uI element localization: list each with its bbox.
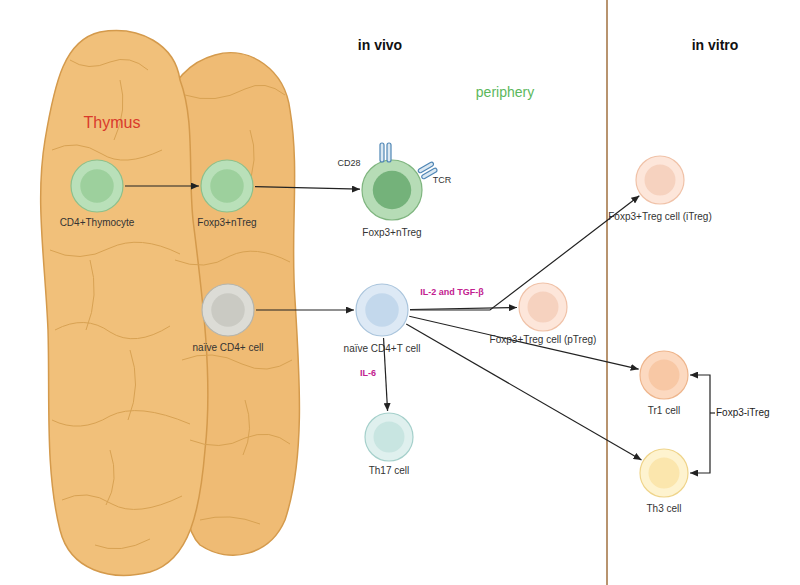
cell-circle: [518, 282, 568, 332]
arrow-connector: [256, 309, 354, 310]
cell-node: CD4+Thymocyte: [70, 159, 124, 213]
cell-circle: [639, 448, 689, 498]
cell-node: Th17 cell: [364, 412, 414, 462]
cytokine-label: IL-6: [308, 368, 428, 378]
cell-circle: [70, 159, 124, 213]
leader-tick: [710, 412, 715, 413]
divider-line: [606, 0, 608, 585]
receptor-label: CD28: [289, 158, 409, 168]
receptor-label: TCR: [382, 175, 502, 185]
cell-circle: [201, 283, 255, 337]
section-heading: in vitro: [655, 37, 775, 53]
region-label: periphery: [445, 84, 565, 100]
arrow-connector: [410, 307, 517, 309]
arrow-connector: [690, 375, 710, 473]
receptor-symbol: [380, 143, 391, 162]
cell-node: Th3 cell: [639, 448, 689, 498]
cell-circle: [639, 350, 689, 400]
cell-node: Foxp3+Treg cell (pTreg): [518, 282, 568, 332]
cell-node: Foxp3+nTreg: [200, 159, 254, 213]
group-label: Foxp3-iTreg: [716, 407, 770, 418]
arrow-connector: [255, 187, 360, 190]
cell-label: Foxp3+Treg cell (pTreg): [453, 334, 633, 345]
cell-label: naïve CD4+ cell: [138, 342, 318, 353]
cell-circle: [635, 155, 685, 205]
cell-node: naïve CD4+ cell: [201, 283, 255, 337]
arrow-connector: [409, 316, 638, 369]
cell-node: Foxp3+nTreg: [361, 159, 423, 221]
cell-circle: [361, 159, 423, 221]
organ-shape: ThymusCD4+Thymocyte Foxp3+nTreg naïve CD4+…: [30, 25, 310, 580]
cell-node: Tr1 cell: [639, 350, 689, 400]
arrow-connector: [406, 324, 641, 460]
cell-label: Th17 cell: [299, 465, 479, 476]
cell-label: CD4+Thymocyte: [7, 217, 187, 228]
section-heading: in vivo: [320, 37, 440, 53]
cytokine-label: IL-2 and TGF-β: [392, 287, 512, 297]
cell-label: Th3 cell: [574, 503, 754, 514]
cell-circle: [200, 159, 254, 213]
cell-label: Foxp3+Treg cell (iTreg): [570, 211, 750, 222]
arrow-connector: [125, 185, 199, 186]
cell-label: Foxp3+nTreg: [302, 227, 482, 238]
cell-circle: [364, 412, 414, 462]
organ-label: Thymus: [62, 114, 162, 132]
cell-circle: [355, 283, 409, 337]
cell-label: Foxp3+nTreg: [137, 217, 317, 228]
cell-node: naïve CD4+T cell: [355, 283, 409, 337]
arrow-connector: [384, 338, 388, 411]
thymus-outline: [30, 25, 310, 580]
cell-node: Foxp3+Treg cell (iTreg): [635, 155, 685, 205]
cell-label: naïve CD4+T cell: [292, 343, 472, 354]
